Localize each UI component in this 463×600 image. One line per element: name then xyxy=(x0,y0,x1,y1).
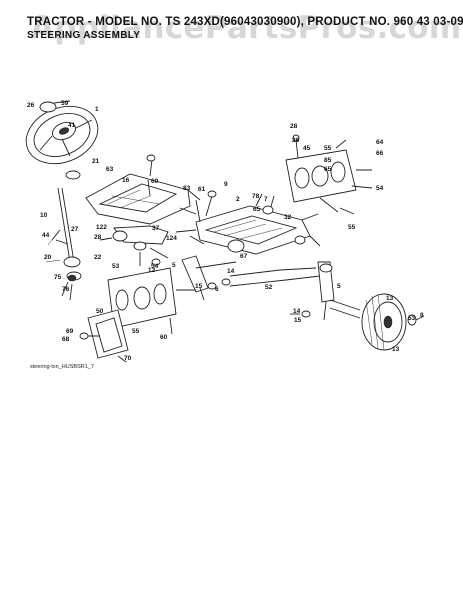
callout: 70 xyxy=(124,355,132,362)
callout: 124 xyxy=(166,235,177,242)
callout: 65 xyxy=(324,166,332,173)
callout: 13 xyxy=(392,346,400,353)
callout: 15 xyxy=(294,317,302,324)
callout: 64 xyxy=(376,139,384,146)
steering-shaft xyxy=(45,170,82,301)
callout: 54 xyxy=(151,263,159,270)
callout: 2 xyxy=(236,196,240,203)
spindle xyxy=(290,261,361,321)
front-panel xyxy=(285,134,373,215)
callout: 26 xyxy=(27,102,35,109)
callout: 54 xyxy=(376,185,384,192)
callout: 76 xyxy=(62,286,70,293)
callout: 60 xyxy=(151,178,159,185)
callout: 41 xyxy=(68,122,76,129)
callout: 5 xyxy=(337,283,341,290)
callout: 75 xyxy=(54,274,62,281)
bumper-plate xyxy=(79,309,129,363)
callout: 63 xyxy=(106,166,114,173)
callout: 45 xyxy=(303,145,311,152)
callout: 52 xyxy=(265,284,273,291)
callout: 21 xyxy=(92,158,100,165)
callout: 8 xyxy=(420,312,424,319)
callout: 14 xyxy=(293,308,301,315)
callout: 68 xyxy=(62,336,70,343)
callout: 27 xyxy=(71,226,79,233)
callout: 83 xyxy=(183,185,191,192)
callout: 16 xyxy=(122,177,130,184)
callout: 5 xyxy=(172,262,176,269)
callout: 20 xyxy=(44,254,52,261)
callout: 78 xyxy=(252,193,260,200)
callout: 55 xyxy=(132,328,140,335)
callout: 28 xyxy=(94,234,102,241)
callout: 61 xyxy=(198,186,206,193)
callout: 26 xyxy=(292,137,300,144)
tie-rod xyxy=(181,255,321,301)
callout: 67 xyxy=(240,253,248,260)
callout: 28 xyxy=(290,123,298,130)
callout: 69 xyxy=(66,328,74,335)
callout: 15 xyxy=(195,283,203,290)
callout: 122 xyxy=(96,224,107,231)
callout: 85 xyxy=(324,157,332,164)
callout: 50 xyxy=(96,308,104,315)
callout: 7 xyxy=(264,196,268,203)
callout-labels: 26 59 1 41 21 63 16 60 83 10 44 27 28 20… xyxy=(27,100,424,362)
lower-panel xyxy=(107,267,196,335)
callout: 32 xyxy=(284,214,292,221)
steering-wheel xyxy=(25,100,99,165)
callout: 1 xyxy=(95,106,99,113)
steering-pinion xyxy=(99,225,205,266)
callout: 37 xyxy=(152,225,160,232)
callout: 9 xyxy=(224,181,228,188)
callout: 65 xyxy=(253,206,261,213)
callout: 22 xyxy=(94,254,102,261)
callout: 10 xyxy=(40,212,48,219)
dash-bracket xyxy=(85,154,201,225)
callout: 59 xyxy=(61,100,69,107)
callout: 12 xyxy=(148,267,156,274)
callout: 6 xyxy=(215,286,219,293)
page-title: TRACTOR - MODEL NO. TS 243XD(96043030900… xyxy=(27,16,463,28)
callout: 44 xyxy=(42,232,50,239)
callout: 13 xyxy=(386,295,394,302)
callout: 53 xyxy=(408,315,416,322)
callout: 66 xyxy=(376,150,384,157)
front-wheel xyxy=(361,293,425,351)
callout: 55 xyxy=(348,224,356,231)
diagram-reference-code: steering-txn_HUSBSR1_7 xyxy=(30,364,94,370)
front-axle xyxy=(195,190,321,255)
assembly-title: STEERING ASSEMBLY xyxy=(27,30,141,41)
callout: 53 xyxy=(112,263,120,270)
callout: 55 xyxy=(324,145,332,152)
callout: 14 xyxy=(227,268,235,275)
callout: 60 xyxy=(160,334,168,341)
